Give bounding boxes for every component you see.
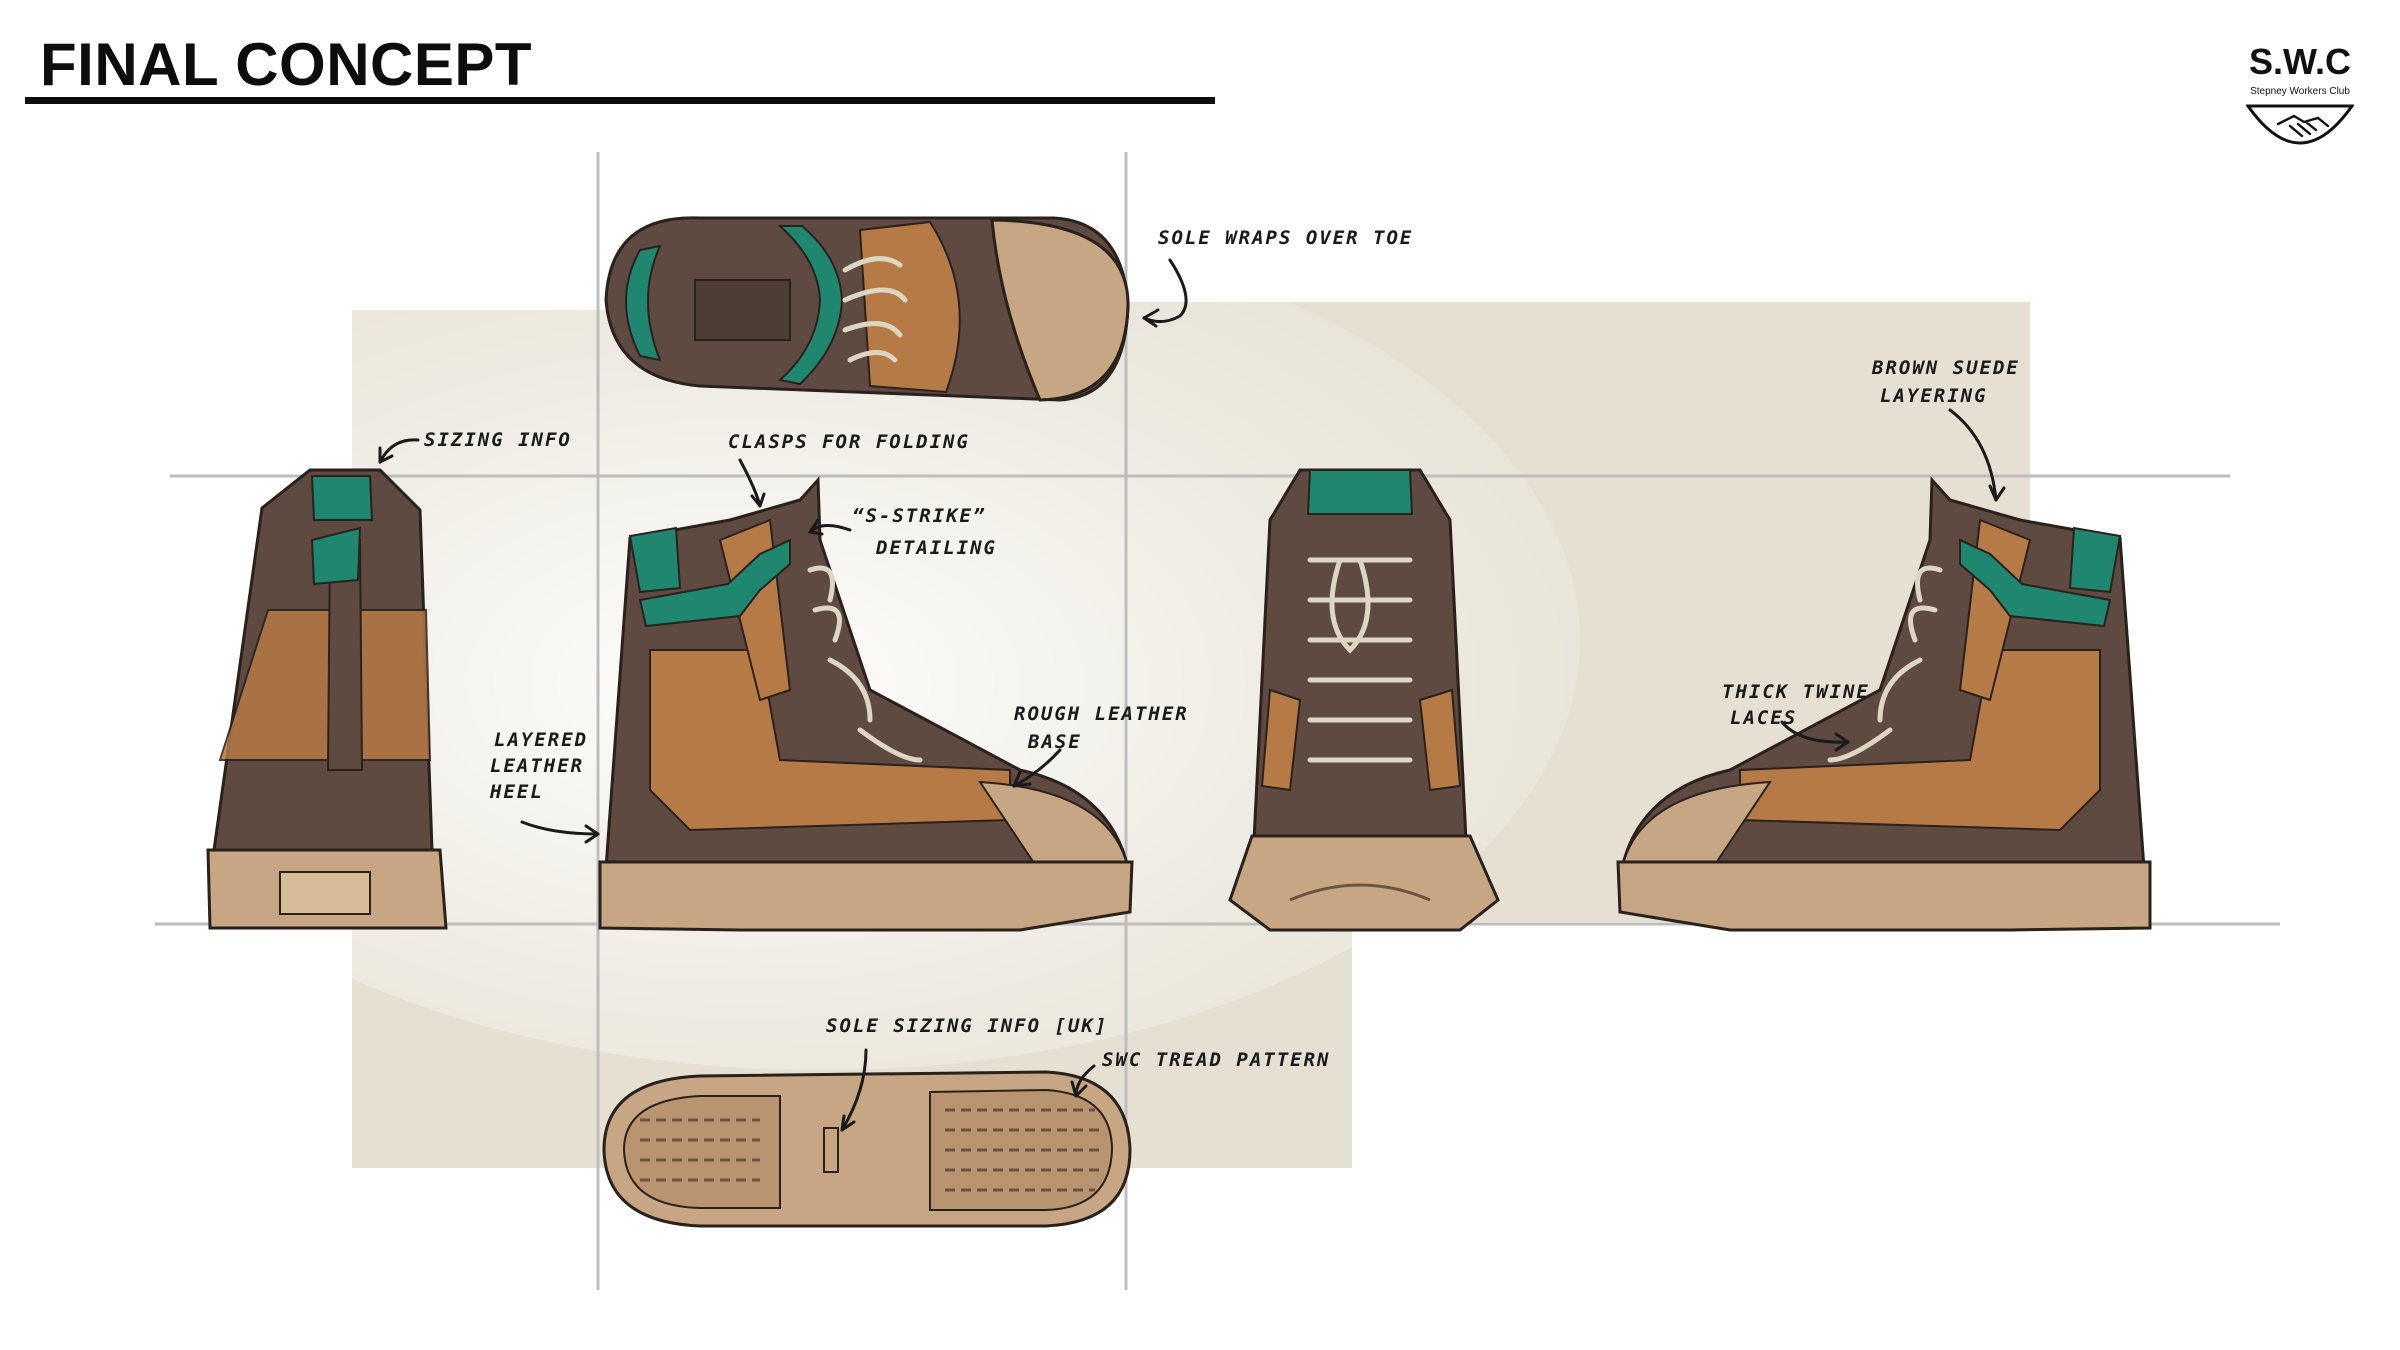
note-brown-suede-2: LAYERING <box>1880 385 1988 407</box>
note-layered-2: LEATHER <box>490 755 585 777</box>
note-sole-wraps-over-toe: SOLE WRAPS OVER TOE <box>1158 227 1414 249</box>
note-rough-leather-2: BASE <box>1028 731 1082 753</box>
logo-mark: S.W.C <box>2248 41 2351 82</box>
note-sole-sizing-info: SOLE SIZING INFO [UK] <box>826 1015 1109 1037</box>
note-s-strike-2: DETAILING <box>876 537 997 559</box>
note-clasps-for-folding: CLASPS FOR FOLDING <box>728 431 970 453</box>
swc-logo: S.W.C Stepney Workers Club <box>2230 40 2370 160</box>
note-layered-1: LAYERED <box>494 729 589 751</box>
note-thick-twine-1: THICK TWINE <box>1722 681 1870 703</box>
note-sizing-info: SIZING INFO <box>424 429 572 451</box>
page-title: FINAL CONCEPT <box>40 31 533 98</box>
note-swc-tread-pattern: SWC TREAD PATTERN <box>1102 1049 1331 1071</box>
note-s-strike-1: “S-STRIKE” <box>852 505 987 527</box>
logo-subtitle: Stepney Workers Club <box>2250 86 2350 97</box>
title-underline <box>25 97 1215 104</box>
handshake-icon <box>2246 104 2354 145</box>
note-rough-leather-1: ROUGH LEATHER <box>1014 703 1189 725</box>
note-brown-suede-1: BROWN SUEDE <box>1872 357 2020 379</box>
note-thick-twine-2: LACES <box>1730 707 1798 729</box>
note-layered-3: HEEL <box>490 781 544 803</box>
